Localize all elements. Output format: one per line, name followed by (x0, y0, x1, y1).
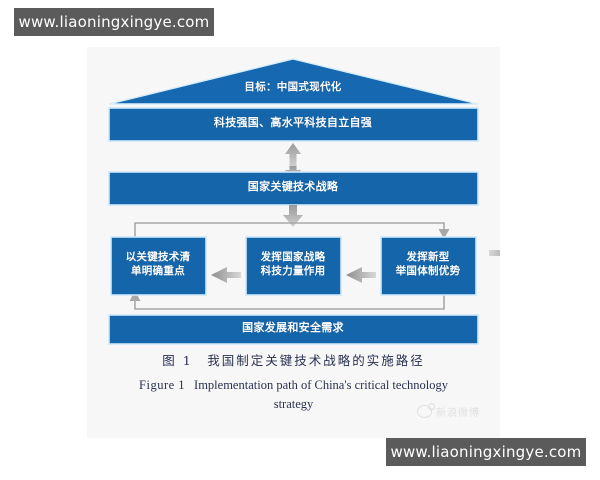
pillar-box-2-label: 发挥国家战略 科技力量作用 (260, 250, 326, 277)
watermark-bottom-url: www.liaoningxingye.com (386, 438, 586, 466)
bar-top-label: 科技强国、高水平科技自立自强 (213, 117, 373, 130)
right-arrow-icon-1 (211, 267, 241, 283)
weibo-watermark: 新浪微博 (417, 403, 480, 419)
caption-english: Figure 1 Implementation path of China's c… (97, 376, 490, 414)
caption-figure-number: Figure 1 (139, 378, 186, 392)
connector-left-to-right (134, 222, 445, 237)
bar-middle-shape (108, 171, 479, 206)
left-arrow-icon-1 (489, 250, 500, 256)
pillar-box-2-shape (245, 236, 342, 296)
pillar-box-3-shape (380, 236, 477, 296)
goal-label: 目标：中国式现代化 (244, 81, 342, 94)
document-page: 目标：中国式现代化 科技强国、高水平科技自立自强 国家关键技术战略 以关键技术清… (87, 47, 500, 438)
diagram-canvas (108, 58, 500, 345)
bar-bottom-shape (108, 314, 479, 345)
pillar-box-1-shape (110, 236, 207, 296)
connector-arrow-down-right (438, 229, 450, 239)
caption-english-line2: strategy (273, 396, 314, 411)
right-arrow-icon-2 (346, 267, 376, 283)
weibo-watermark-text: 新浪微博 (436, 408, 480, 419)
connector-right-to-left (134, 295, 445, 310)
bar-middle-label: 国家关键技术战略 (247, 181, 339, 194)
roof-shape (108, 58, 479, 105)
pillar-box-1-label: 以关键技术清 单明确重点 (125, 250, 191, 277)
bar-bottom-label: 国家发展和安全需求 (242, 322, 344, 335)
bar-top-shape (108, 107, 479, 142)
figure-caption: 图 1 我国制定关键技术战略的实施路径 Figure 1 Implementati… (97, 350, 490, 414)
pillar-box-3-label: 发挥新型 举国体制优势 (395, 250, 461, 277)
weibo-logo-icon (417, 403, 435, 418)
caption-english-line1: Implementation path of China's critical … (194, 378, 448, 392)
down-arrow-icon (283, 205, 303, 227)
caption-chinese: 图 1 我国制定关键技术战略的实施路径 (162, 353, 425, 368)
connector-arrow-up-left (129, 291, 141, 301)
watermark-top-url: www.liaoningxingye.com (14, 8, 214, 36)
figure-diagram: 目标：中国式现代化 科技强国、高水平科技自立自强 国家关键技术战略 以关键技术清… (87, 47, 500, 438)
